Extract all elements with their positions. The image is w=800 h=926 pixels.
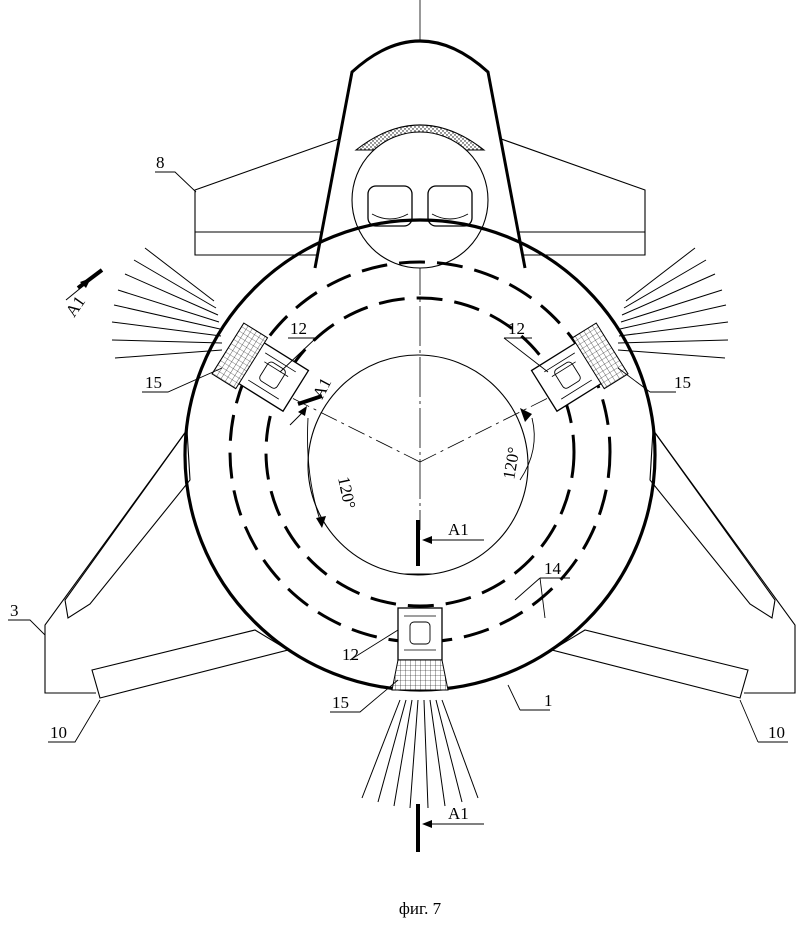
label-15-bottom: 15 <box>332 693 349 712</box>
cabin-window-left <box>367 185 413 227</box>
angle-arc-right <box>519 417 535 481</box>
duct-inner-dashed <box>264 296 576 608</box>
section-marker-bottom <box>416 804 484 852</box>
section-marker-inner <box>289 394 323 426</box>
engine-left <box>211 322 310 413</box>
duct-outer-dashed <box>228 260 612 644</box>
engine-bottom <box>391 607 449 691</box>
engine-right <box>530 322 629 413</box>
leader-lines <box>8 171 788 743</box>
section-marker-top-left <box>65 268 104 301</box>
angle-label-left: 120° <box>334 475 359 511</box>
label-14: 14 <box>544 559 562 578</box>
label-15-right: 15 <box>674 373 691 392</box>
label-10-right: 10 <box>768 723 785 742</box>
jets-bottom <box>361 699 479 809</box>
angle-label-right: 120° <box>499 446 523 481</box>
section-label-bottom: A1 <box>448 804 469 823</box>
angle-arc-left <box>307 417 321 521</box>
cabin-window-right <box>427 185 473 227</box>
figure-caption: фиг. 7 <box>399 899 442 918</box>
jets-right <box>617 247 729 359</box>
label-1: 1 <box>544 691 553 710</box>
section-label-top-left: A1 <box>62 292 89 320</box>
left-lower-wing <box>44 428 290 699</box>
label-8: 8 <box>156 153 165 172</box>
upper-wings <box>194 134 646 256</box>
label-15-left: 15 <box>145 373 162 392</box>
label-12-bottom: 12 <box>342 645 359 664</box>
label-3: 3 <box>10 601 19 620</box>
right-lower-wing <box>550 428 796 699</box>
section-marker-center <box>404 520 484 575</box>
cabin-circle <box>351 131 489 269</box>
section-label-center: A1 <box>448 520 469 539</box>
jets-left <box>111 247 223 359</box>
label-10-left: 10 <box>50 723 67 742</box>
label-12-right: 12 <box>508 319 525 338</box>
label-12-left: 12 <box>290 319 307 338</box>
